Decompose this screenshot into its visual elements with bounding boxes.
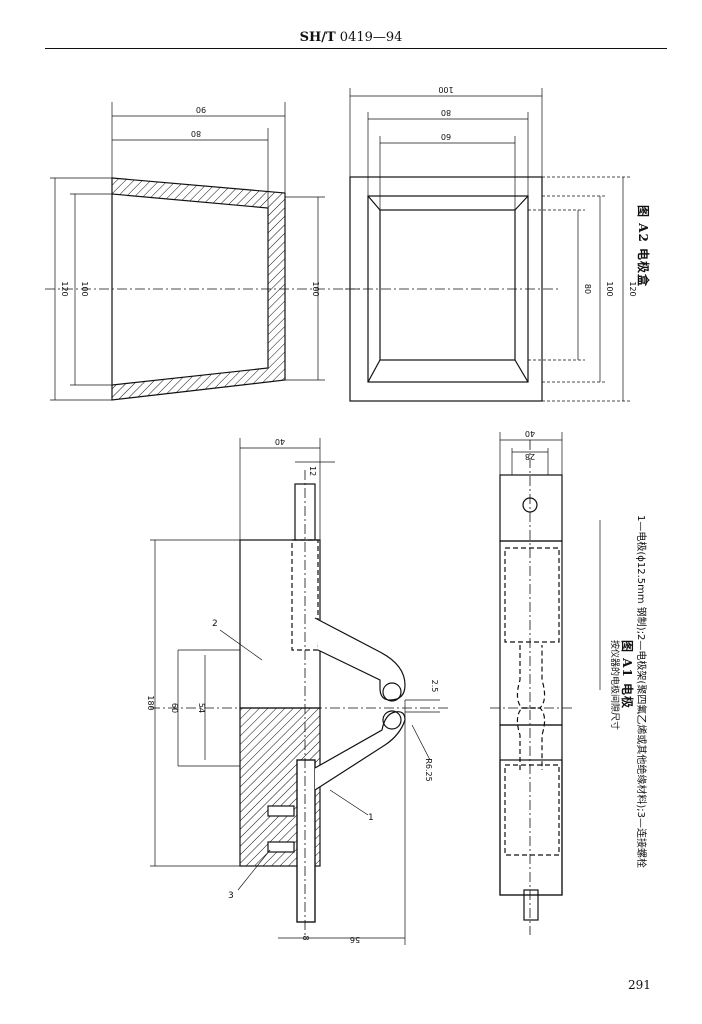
a1-dim-right-top-outer: 40: [525, 429, 535, 438]
header-rule: [45, 48, 667, 49]
a1-dim-gap: 2.5: [430, 680, 439, 693]
a1-dim-radius: R6.25: [424, 758, 433, 781]
a1-label-part1: 1: [368, 813, 374, 823]
page-header: SH/T 0419—94: [0, 30, 702, 45]
a2-dim-top-inner-right: 60: [441, 132, 451, 141]
a2-dim-left-inner: 100: [80, 281, 89, 296]
a2-dim-right-inner: 80: [583, 284, 592, 294]
a1-dim-height-a: 60: [170, 703, 179, 713]
standard-number: 0419—94: [339, 30, 403, 45]
a1-dim-bottom-right: 56: [350, 935, 360, 944]
a2-dim-top-outer: 90: [196, 105, 206, 114]
a1-side-view: [490, 432, 601, 935]
a1-dim-height-b: 54: [197, 703, 206, 713]
a2-dim-right: 100: [311, 281, 320, 296]
a1-dim-right-top-inner: 28: [525, 452, 535, 461]
a2-dim-top-outer-right: 100: [438, 85, 453, 94]
a1-dim-height-total: 180: [146, 695, 155, 710]
a2-dim-right-mid: 100: [605, 281, 614, 296]
a1-dim-bottom-left: 8: [301, 935, 310, 940]
a2-dim-top-inner: 80: [191, 129, 201, 138]
a1-dim-top-width: 40: [275, 437, 285, 446]
a2-top-view: [345, 88, 630, 402]
figure-a1-legend: 1—电极(ϕ12.5mm 钢制);2—电极架(聚四氟乙烯或其他绝缘材料);3—连…: [635, 515, 646, 868]
figure-a1-caption: 图 A1 电极: [620, 640, 634, 710]
a1-label-part2: 2: [212, 619, 218, 629]
standard-prefix: SH/T: [299, 30, 336, 45]
a1-section-view: [150, 438, 450, 945]
a2-section-view: [45, 102, 360, 401]
a1-label-part3: 3: [228, 891, 234, 901]
page-number: 291: [628, 978, 651, 992]
a2-dim-left-outer: 120: [60, 281, 69, 296]
figure-a2-caption: 图 A2 电极盒: [636, 205, 650, 288]
a1-dim-top-small: 12: [308, 466, 317, 476]
a2-dim-right-outer: 120: [628, 281, 637, 296]
a2-dim-top-mid-right: 80: [441, 108, 451, 117]
